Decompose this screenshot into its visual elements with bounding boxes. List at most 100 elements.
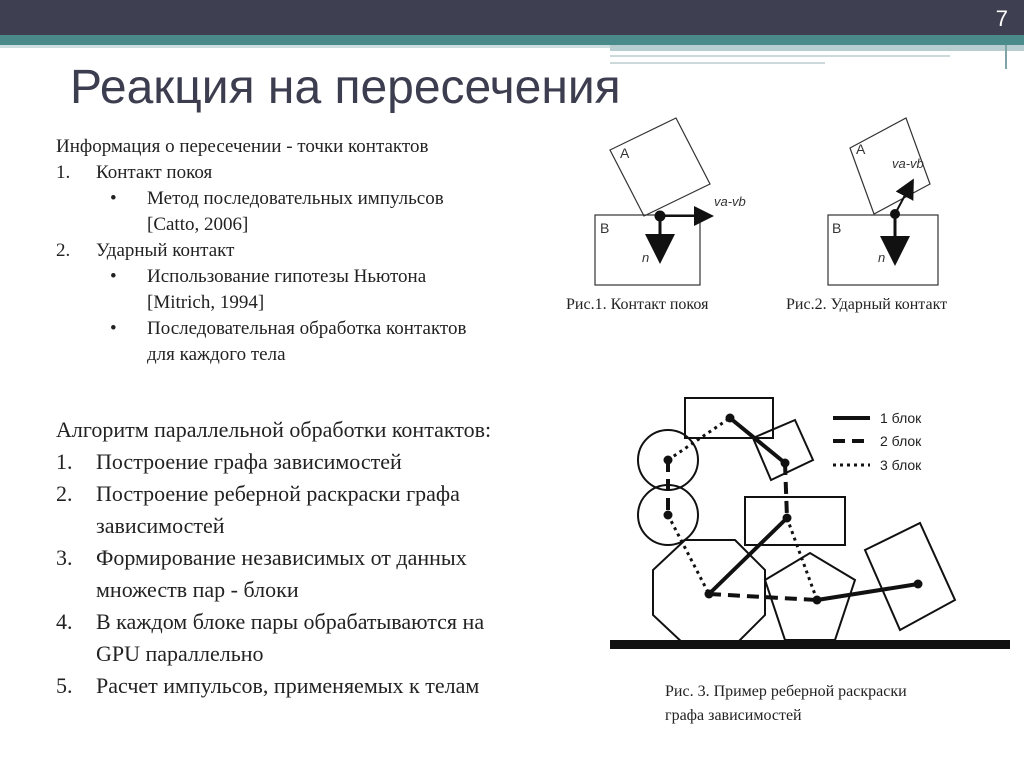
dependency-graph-figure: 1 блок 2 блок 3 блок: [610, 397, 1010, 649]
list-item: 4. В каждом блоке пары обрабатываются на…: [56, 606, 616, 670]
body-tilted-square: [751, 418, 815, 482]
body-b-box: [827, 214, 939, 286]
header-band: [0, 0, 1024, 35]
edge-block3: [666, 514, 711, 595]
figure3-caption-line: графа зависимостей: [665, 707, 802, 724]
label-b: B: [600, 220, 609, 236]
bullet-item: • Метод последовательных импульсов [Catt…: [56, 186, 596, 238]
contact-info-list: Информация о пересечении - точки контакт…: [56, 134, 596, 368]
item-label: Контакт покоя: [96, 162, 213, 183]
intro-line: Информация о пересечении - точки контакт…: [56, 136, 429, 157]
header-decor-line-2: [610, 62, 825, 64]
edge-block2: [783, 462, 789, 519]
figure3-caption: Рис. 3. Пример реберной раскраски графа …: [665, 680, 1005, 728]
body-middle-rect: [744, 496, 846, 546]
edge-block3: [667, 416, 731, 462]
graph-node: [780, 458, 790, 468]
item-number: 4.: [56, 609, 73, 634]
graph-node: [913, 579, 923, 589]
edge-block2: [708, 592, 818, 602]
edge-block1: [728, 416, 787, 465]
legend-label: 3 блок: [880, 457, 922, 473]
graph-legend: 1 блок 2 блок 3 блок: [833, 410, 922, 473]
item-label: Ударный контакт: [96, 240, 235, 261]
graph-node: [812, 595, 822, 605]
list-item: 1. Построение графа зависимостей: [56, 446, 616, 478]
item-text: Построение графа зависимостей: [96, 449, 402, 474]
figure1-caption: Рис.1. Контакт покоя: [566, 296, 709, 313]
header-decor-tick: [1005, 45, 1007, 69]
header-decor-line: [610, 55, 950, 57]
list-item: 2. Ударный контакт: [56, 238, 596, 264]
item-text: Построение реберной раскраски графа: [96, 481, 460, 506]
algorithm-list: Алгоритм параллельной обработки контакто…: [56, 414, 616, 702]
item-number: 1.: [56, 162, 71, 183]
bullet-line: [Catto, 2006]: [147, 214, 249, 235]
bullet-line: Метод последовательных импульсов: [147, 188, 444, 209]
body-top-rect: [684, 397, 774, 439]
bullet-line: для каждого тела: [147, 344, 286, 365]
label-a: A: [620, 145, 630, 161]
body-a-box: [849, 117, 931, 215]
item-number: 1.: [56, 449, 73, 474]
graph-node: [782, 513, 792, 523]
list-item: 2. Построение реберной раскраски графа з…: [56, 478, 616, 542]
graph-node: [704, 589, 714, 599]
impact-contact-figure: A B n va-vb: [827, 117, 939, 286]
body-b-box: [594, 214, 701, 286]
label-velocity: va-vb: [714, 194, 746, 209]
slide-number: 7: [995, 6, 1008, 31]
item-text-cont: GPU параллельно: [96, 641, 264, 666]
legend-label: 2 блок: [880, 433, 922, 449]
graph-node: [725, 413, 735, 423]
item-text: Формирование независимых от данных: [96, 545, 467, 570]
graph-node: [663, 510, 673, 520]
body-octagon: [652, 539, 766, 646]
legend-label: 1 блок: [880, 410, 922, 426]
item-text: Расчет импульсов, применяемых к телам: [96, 673, 480, 698]
item-number: 3.: [56, 545, 73, 570]
figure3-caption-line: Рис. 3. Пример реберной раскраски: [665, 683, 907, 700]
item-text-cont: множеств пар - блоки: [96, 577, 299, 602]
bullet-glyph: •: [110, 188, 117, 209]
ground-bar: [610, 640, 1010, 649]
figure2-caption: Рис.2. Ударный контакт: [786, 296, 948, 313]
edge-block1: [707, 516, 789, 596]
item-number: 5.: [56, 673, 73, 698]
edge-block1: [816, 582, 919, 602]
bullet-glyph: •: [110, 318, 117, 339]
slide-title: Реакция на пересечения: [70, 61, 621, 114]
bullet-item: • Последовательная обработка контактов д…: [56, 316, 596, 368]
body-tilted-rect: [863, 521, 957, 632]
bullet-line: Последовательная обработка контактов: [147, 318, 467, 339]
header-light-strip: [0, 45, 610, 48]
label-b: B: [832, 220, 841, 236]
resting-contact-figure: A B n va-vb: [594, 117, 746, 286]
contact-point: [890, 209, 900, 219]
label-n: n: [878, 250, 885, 265]
list-item: 5. Расчет импульсов, применяемых к телам: [56, 670, 616, 702]
label-n: n: [642, 250, 649, 265]
bullet-glyph: •: [110, 266, 117, 287]
list-item: 3. Формирование независимых от данных мн…: [56, 542, 616, 606]
label-velocity: va-vb: [892, 156, 924, 171]
list-item: 1. Контакт покоя: [56, 160, 596, 186]
contact-point: [654, 210, 666, 222]
item-text: В каждом блоке пары обрабатываются на: [96, 609, 485, 634]
label-a: A: [856, 141, 866, 157]
bullet-line: [Mitrich, 1994]: [147, 292, 265, 313]
item-text-cont: зависимостей: [96, 513, 225, 538]
edge-block3: [785, 517, 819, 601]
header-accent-band: [0, 35, 1024, 45]
graph-nodes: [663, 413, 923, 605]
velocity-arrow: [894, 178, 914, 215]
bullet-line: Использование гипотезы Ньютона: [147, 266, 427, 287]
header-light-bar: [610, 45, 1024, 51]
item-number: 2.: [56, 481, 73, 506]
body-a-box: [609, 117, 711, 217]
item-number: 2.: [56, 240, 71, 261]
algorithm-heading: Алгоритм параллельной обработки контакто…: [56, 417, 492, 442]
graph-node: [663, 455, 673, 465]
graph-edges: [666, 416, 919, 602]
bullet-item: • Использование гипотезы Ньютона [Mitric…: [56, 264, 596, 316]
